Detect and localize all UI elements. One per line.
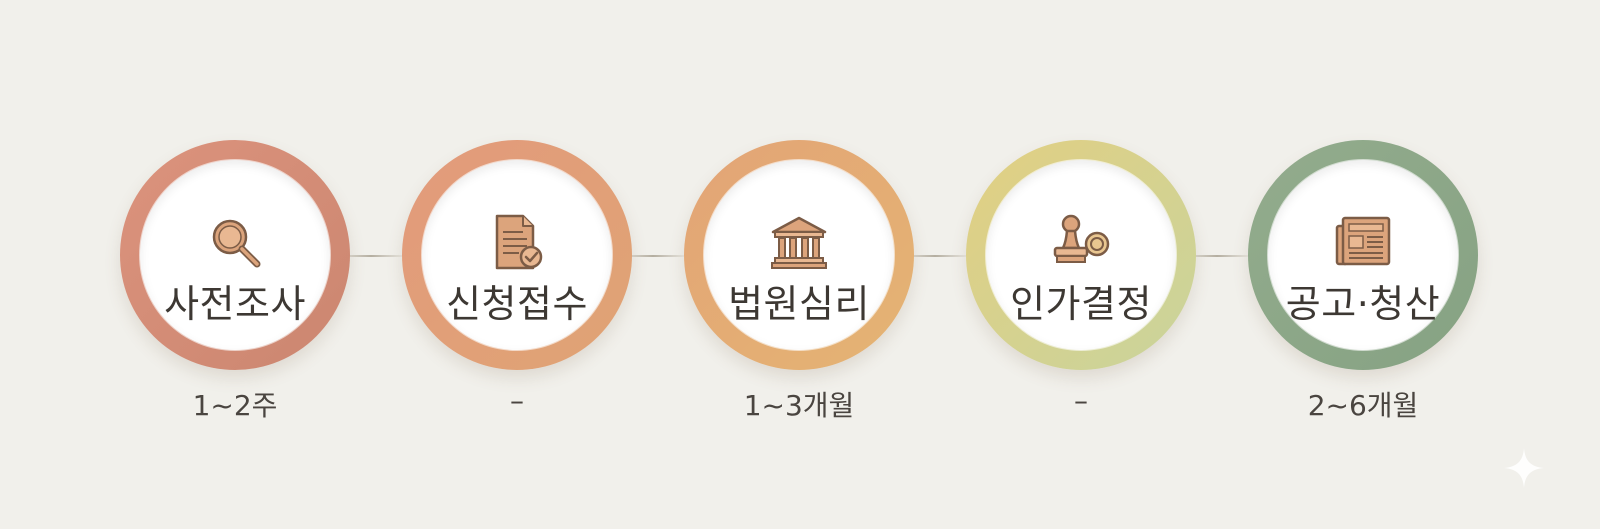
step-1-research: 사전조사: [120, 140, 350, 370]
step-2-duration: –: [510, 384, 524, 417]
step-4-inner: 인가결정: [986, 160, 1176, 350]
stamp-icon: [1051, 212, 1111, 272]
connector-2-3: [622, 255, 684, 257]
step-2-application: 신청접수: [402, 140, 632, 370]
sparkle-icon: [1502, 446, 1546, 490]
step-label: 신청접수: [446, 282, 588, 326]
courthouse-icon: [769, 212, 829, 272]
newspaper-icon: [1333, 212, 1393, 272]
step-1-duration: 1~2주: [192, 389, 278, 422]
step-4-approval: 인가결정: [966, 140, 1196, 370]
step-3-duration: 1~3개월: [743, 389, 855, 422]
connector-4-5: [1186, 255, 1248, 257]
step-label: 공고·청산: [1285, 282, 1441, 326]
step-3-court-review: 법원심리: [684, 140, 914, 370]
step-label: 인가결정: [1010, 282, 1152, 326]
step-5-notice-liquidation: 공고·청산: [1248, 140, 1478, 370]
document-check-icon: [487, 212, 547, 272]
step-3-inner: 법원심리: [704, 160, 894, 350]
magnifier-icon: [205, 212, 265, 272]
connector-1-2: [340, 255, 402, 257]
step-label: 사전조사: [164, 282, 306, 326]
step-1-inner: 사전조사: [140, 160, 330, 350]
step-4-duration: –: [1074, 384, 1088, 417]
connector-3-4: [904, 255, 966, 257]
step-label: 법원심리: [728, 282, 870, 326]
step-5-inner: 공고·청산: [1268, 160, 1458, 350]
step-2-inner: 신청접수: [422, 160, 612, 350]
step-5-duration: 2~6개월: [1307, 389, 1419, 422]
